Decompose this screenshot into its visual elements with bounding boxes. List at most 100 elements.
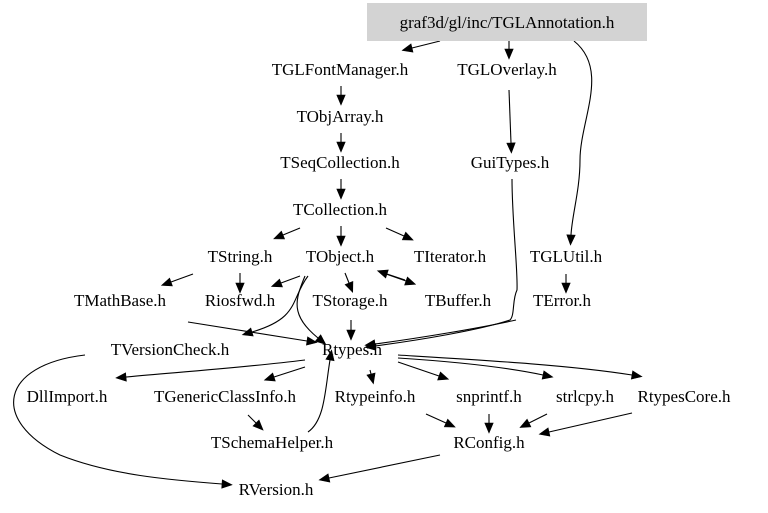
node-label: TBuffer.h <box>425 291 492 310</box>
node-gui-types[interactable]: GuiTypes.h <box>471 153 550 172</box>
node-label: TGLOverlay.h <box>457 60 557 79</box>
edge-line <box>328 454 441 479</box>
edge-tversion-check-to-rversion <box>13 354 233 489</box>
node-label: TSchemaHelper.h <box>211 433 334 452</box>
edge-line <box>307 359 331 433</box>
node-tstorage[interactable]: TStorage.h <box>312 291 388 310</box>
edge-rtypeinfo-to-rconfig <box>425 413 456 428</box>
node-rtypes-core[interactable]: RtypesCore.h <box>637 387 731 406</box>
node-label: snprintf.h <box>456 387 522 406</box>
node-rversion[interactable]: RVersion.h <box>239 480 314 499</box>
edge-line <box>548 412 633 433</box>
node-label: TIterator.h <box>414 247 487 266</box>
edge-line <box>385 227 405 237</box>
edge-tobj-array-to-tseq-collection <box>336 133 346 153</box>
arrowhead-icon <box>252 419 264 431</box>
node-tgeneric-class-info[interactable]: TGenericClassInfo.h <box>154 387 297 406</box>
arrowhead-icon <box>306 336 318 346</box>
node-dll-import[interactable]: DllImport.h <box>27 387 108 406</box>
node-strlcpy[interactable]: strlcpy.h <box>556 387 614 406</box>
node-label: Rtypeinfo.h <box>335 387 416 406</box>
node-titerator[interactable]: TIterator.h <box>414 247 487 266</box>
arrowhead-icon <box>504 48 514 60</box>
node-label: RVersion.h <box>239 480 314 499</box>
edge-line <box>374 178 518 347</box>
edge-tseq-collection-to-tcollection <box>336 179 346 200</box>
node-label: TObject.h <box>306 247 375 266</box>
arrowhead-icon <box>566 234 576 246</box>
edge-rtypes-core-to-rconfig <box>538 412 633 437</box>
node-rtypeinfo[interactable]: Rtypeinfo.h <box>335 387 416 406</box>
node-label: graf3d/gl/inc/TGLAnnotation.h <box>400 13 615 32</box>
node-tglfont-manager[interactable]: TGLFontManager.h <box>272 60 409 79</box>
edge-rtypes-to-rtypes-core <box>397 354 643 380</box>
node-riosfwd[interactable]: Riosfwd.h <box>205 291 276 310</box>
edge-line <box>187 321 308 342</box>
edge-tstring-to-tmath-base <box>160 273 194 287</box>
edge-tglannotation-to-tglutil <box>566 40 593 246</box>
node-label: Riosfwd.h <box>205 291 276 310</box>
arrowhead-icon <box>221 479 233 489</box>
edge-line <box>425 413 447 424</box>
edge-line <box>280 275 301 284</box>
arrowhead-icon <box>437 371 450 381</box>
node-tstring[interactable]: TString.h <box>208 247 273 266</box>
arrowhead-icon <box>263 372 276 382</box>
arrowhead-icon <box>336 235 346 247</box>
node-tglutil[interactable]: TGLUtil.h <box>530 247 603 266</box>
node-tgloverlay[interactable]: TGLOverlay.h <box>457 60 557 79</box>
node-label: TObjArray.h <box>297 107 384 126</box>
edge-tmath-base-to-rtypes <box>187 321 318 346</box>
node-snprintf[interactable]: snprintf.h <box>456 387 522 406</box>
node-tobj-array[interactable]: TObjArray.h <box>297 107 384 126</box>
edge-rtypes-to-dll-import <box>115 359 306 382</box>
edge-rtypes-to-snprintf <box>397 361 450 381</box>
edge-snprintf-to-rconfig <box>484 414 494 434</box>
edge-rconfig-to-rversion <box>318 454 441 483</box>
node-tbuffer[interactable]: TBuffer.h <box>425 291 492 310</box>
edge-rtypes-to-strlcpy <box>397 357 554 380</box>
node-tschema-helper[interactable]: TSchemaHelper.h <box>211 433 334 452</box>
arrowhead-icon <box>336 94 346 106</box>
edge-tschema-helper-to-rtypes <box>307 349 335 433</box>
arrowhead-icon <box>538 427 551 437</box>
node-rconfig[interactable]: RConfig.h <box>453 433 525 452</box>
node-label: strlcpy.h <box>556 387 614 406</box>
arrowhead-icon <box>376 269 389 279</box>
arrowhead-icon <box>404 276 417 286</box>
edge-rtypes-to-tgeneric-class-info <box>263 366 306 382</box>
node-tglannotation[interactable]: graf3d/gl/inc/TGLAnnotation.h <box>367 3 647 41</box>
arrowhead-icon <box>235 282 245 294</box>
node-label: RtypesCore.h <box>637 387 731 406</box>
arrowhead-icon <box>484 422 494 434</box>
edge-tcollection-to-tobject <box>336 226 346 247</box>
arrowhead-icon <box>270 278 283 288</box>
edge-line <box>397 357 544 376</box>
edge-line <box>411 40 441 49</box>
arrowhead-icon <box>506 142 516 154</box>
arrowhead-icon <box>346 329 356 341</box>
edge-tgloverlay-to-gui-types <box>506 89 516 154</box>
node-label: GuiTypes.h <box>471 153 550 172</box>
node-tversion-check[interactable]: TVersionCheck.h <box>111 340 230 359</box>
node-rtypes[interactable]: Rtypes.h <box>322 340 382 359</box>
edge-tglannotation-to-tglfont-manager <box>401 40 441 53</box>
node-tobject[interactable]: TObject.h <box>306 247 375 266</box>
edge-tbuffer-to-tobject <box>376 269 406 281</box>
node-tseq-collection[interactable]: TSeqCollection.h <box>280 153 400 172</box>
node-label: TStorage.h <box>312 291 388 310</box>
edge-terror-to-rtypes <box>364 319 517 349</box>
arrowhead-icon <box>273 230 286 240</box>
arrowhead-icon <box>336 188 346 200</box>
arrowhead-icon <box>366 372 376 385</box>
node-terror[interactable]: TError.h <box>533 291 592 310</box>
node-label: TMathBase.h <box>74 291 167 310</box>
edges-layer <box>13 40 643 489</box>
edge-line <box>508 89 512 144</box>
node-tmath-base[interactable]: TMathBase.h <box>74 291 167 310</box>
node-label: TGLFontManager.h <box>272 60 409 79</box>
node-tcollection[interactable]: TCollection.h <box>293 200 387 219</box>
arrowhead-icon <box>630 370 643 380</box>
node-label: TError.h <box>533 291 592 310</box>
edge-tglfont-manager-to-tobj-array <box>336 86 346 106</box>
